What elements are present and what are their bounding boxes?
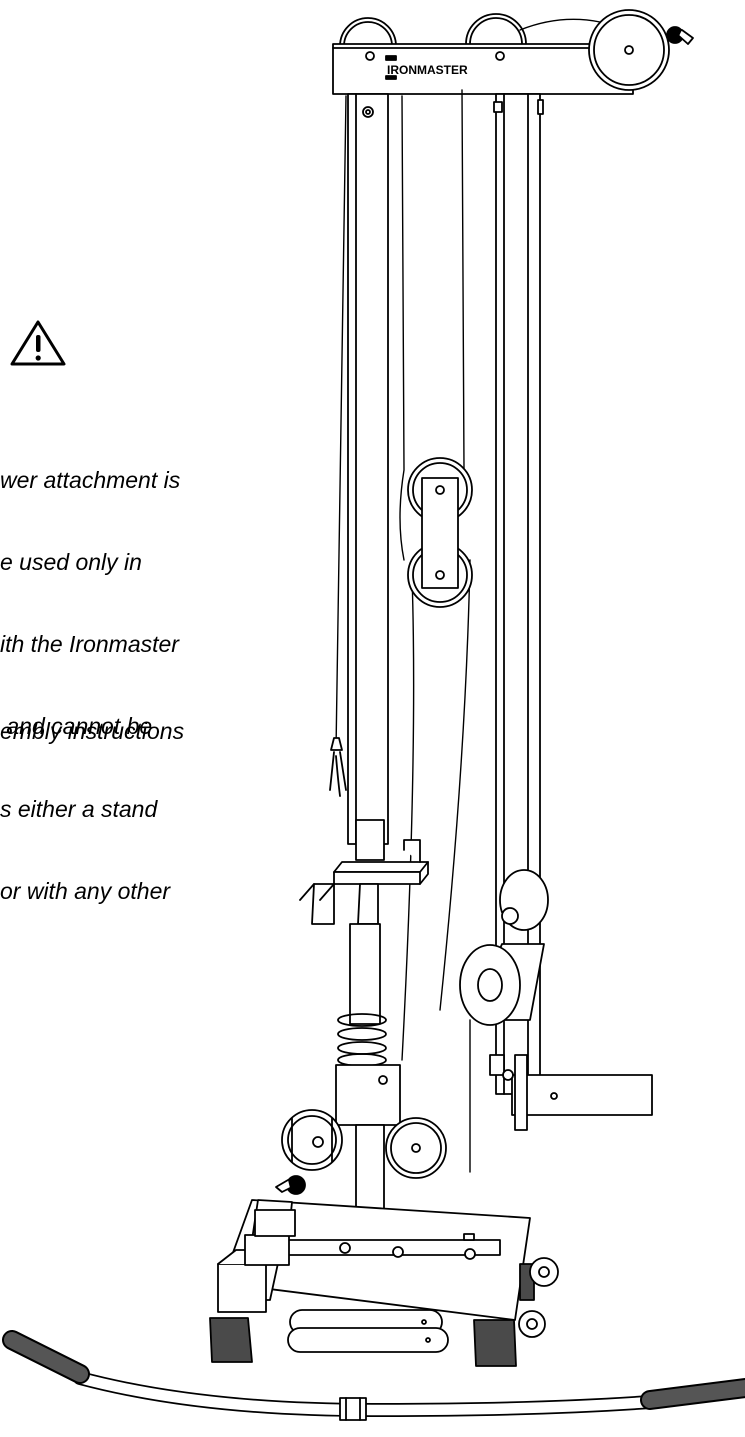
warning-text: wer attachment is e used only in ith the…: [0, 412, 300, 933]
cable-hook: [329, 737, 347, 797]
lat-bar: [2, 1330, 745, 1421]
lower-pulley-knob: [275, 1175, 306, 1195]
warning-line: e used only in: [0, 549, 142, 576]
weight-horn-upper: [499, 869, 549, 931]
lower-pulley-left: [281, 1109, 343, 1171]
warning-line: s either a stand: [0, 795, 158, 822]
base-blocks: [217, 1209, 296, 1313]
top-pulley-left: [339, 17, 397, 47]
top-pin-knob: [666, 26, 694, 45]
warning-triangle-icon: [10, 320, 66, 366]
warning-line: ith the Ironmaster: [0, 631, 179, 658]
warning-line: and cannot be: [0, 713, 153, 740]
warning-line: wer attachment is: [0, 466, 181, 493]
lower-pulley-right: [385, 1117, 447, 1179]
weight-horn-lower: [459, 943, 545, 1026]
brand-label: IRONMASTER: [387, 63, 468, 77]
assembly-instructions-text: embly instructions: [0, 718, 185, 744]
carriage: [299, 839, 429, 925]
storage-arm: [489, 1054, 653, 1131]
floating-pulley-pair: [407, 457, 473, 608]
warning-line: or with any other: [0, 877, 171, 904]
top-pulley-right: [588, 9, 670, 91]
loose-rod: [287, 1309, 449, 1353]
base-wheels: [518, 1257, 559, 1338]
top-pulley-middle: [465, 13, 527, 45]
